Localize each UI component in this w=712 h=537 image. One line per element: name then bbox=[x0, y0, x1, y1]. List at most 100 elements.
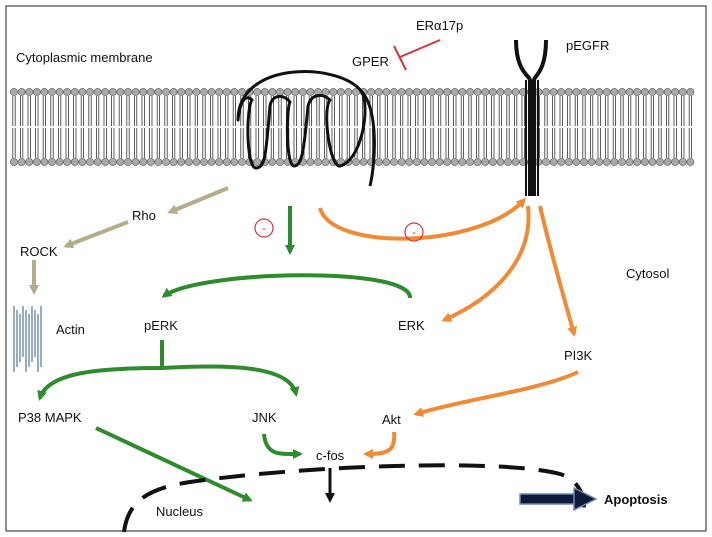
lipid-head bbox=[238, 158, 246, 166]
lipid-head bbox=[435, 88, 444, 96]
lipid-head bbox=[564, 158, 573, 166]
arrow-akt-to-cfos bbox=[363, 431, 397, 459]
lipid-head bbox=[496, 158, 505, 166]
lipid-head bbox=[222, 158, 231, 166]
lipid-head bbox=[70, 158, 79, 166]
lipid-head bbox=[412, 158, 421, 166]
label-nucleus: Nucleus bbox=[156, 504, 203, 519]
lipid-head bbox=[580, 88, 588, 96]
lipid-bilayer bbox=[10, 88, 695, 166]
lipid-head bbox=[671, 158, 680, 166]
lipid-head bbox=[10, 158, 18, 166]
lipid-head bbox=[63, 88, 72, 96]
lipid-head bbox=[162, 88, 170, 96]
lipid-head bbox=[678, 158, 687, 166]
lipid-head bbox=[200, 88, 208, 96]
lipid-head bbox=[276, 88, 284, 96]
lipid-head bbox=[78, 158, 87, 166]
lipid-head bbox=[443, 88, 452, 96]
lipid-head bbox=[443, 158, 452, 166]
er-alpha17p-inhibition bbox=[393, 39, 441, 71]
lipid-head bbox=[686, 88, 695, 96]
lipid-head bbox=[101, 88, 110, 96]
lipid-head bbox=[420, 158, 429, 166]
lipid-head bbox=[116, 88, 125, 96]
lipid-head bbox=[488, 158, 497, 166]
lipid-head bbox=[450, 158, 459, 166]
lipid-head bbox=[268, 158, 277, 166]
lipid-head bbox=[504, 88, 512, 96]
lipid-head bbox=[116, 158, 125, 166]
lipid-head bbox=[481, 88, 490, 96]
lipid-head bbox=[48, 88, 56, 96]
lipid-head bbox=[412, 88, 421, 96]
arrow-gper-to-pegfr bbox=[318, 197, 527, 241]
lipid-head bbox=[215, 158, 224, 166]
lipid-head bbox=[397, 158, 406, 166]
lipid-head bbox=[648, 158, 657, 166]
lipid-head bbox=[184, 88, 193, 96]
lipid-head bbox=[177, 158, 186, 166]
lipid-head bbox=[374, 88, 383, 96]
lipid-head bbox=[131, 88, 140, 96]
lipid-head bbox=[169, 88, 178, 96]
lipid-head bbox=[93, 88, 102, 96]
lipid-head bbox=[633, 88, 642, 96]
lipid-head bbox=[55, 158, 64, 166]
lipid-head bbox=[686, 158, 695, 166]
lipid-head bbox=[146, 158, 155, 166]
lipid-head bbox=[124, 88, 132, 96]
lipid-head bbox=[572, 158, 581, 166]
lipid-head bbox=[618, 88, 626, 96]
lipid-head bbox=[253, 88, 262, 96]
lipid-head bbox=[633, 158, 642, 166]
lipid-head bbox=[458, 88, 467, 96]
lipid-head bbox=[291, 88, 300, 96]
nucleus-envelope bbox=[122, 463, 586, 533]
label-rock: ROCK bbox=[20, 244, 58, 259]
inhibition-sign-gper: - bbox=[254, 218, 274, 238]
lipid-head bbox=[428, 158, 436, 166]
lipid-head bbox=[625, 158, 634, 166]
label-pi3k: PI3K bbox=[564, 348, 593, 363]
lipid-head bbox=[222, 88, 231, 96]
lipid-head bbox=[253, 158, 262, 166]
label-rho: Rho bbox=[132, 208, 156, 223]
lipid-head bbox=[78, 88, 87, 96]
lipid-head bbox=[215, 88, 224, 96]
lipid-head bbox=[420, 88, 429, 96]
arrow-erk-to-perk bbox=[161, 273, 413, 299]
lipid-head bbox=[640, 158, 649, 166]
lipid-head bbox=[32, 88, 41, 96]
label-cytosol: Cytosol bbox=[626, 266, 669, 281]
lipid-head bbox=[154, 88, 163, 96]
lipid-head bbox=[542, 88, 550, 96]
lipid-head bbox=[25, 158, 34, 166]
lipid-head bbox=[238, 88, 246, 96]
lipid-head bbox=[397, 88, 406, 96]
arrow-perk-to-jnk bbox=[161, 364, 300, 397]
label-jnk: JNK bbox=[252, 410, 277, 425]
lipid-head bbox=[390, 158, 398, 166]
lipid-head bbox=[595, 88, 604, 96]
lipid-head bbox=[671, 88, 680, 96]
lipid-head bbox=[496, 88, 505, 96]
lipid-head bbox=[648, 88, 657, 96]
label-apoptosis: Apoptosis bbox=[604, 492, 668, 507]
lipid-head bbox=[458, 158, 467, 166]
label-akt: Akt bbox=[382, 412, 401, 427]
lipid-head bbox=[230, 88, 239, 96]
lipid-head bbox=[17, 88, 26, 96]
lipid-head bbox=[405, 158, 414, 166]
lipid-head bbox=[481, 158, 490, 166]
inhibition-sign-1-text: - bbox=[262, 221, 266, 235]
lipid-head bbox=[162, 158, 170, 166]
figure-frame bbox=[5, 5, 707, 532]
lipid-head bbox=[473, 88, 482, 96]
lipid-head bbox=[86, 88, 94, 96]
lipid-head bbox=[321, 158, 330, 166]
apoptosis-arrow bbox=[519, 486, 598, 512]
lipid-head bbox=[359, 158, 368, 166]
lipid-head bbox=[276, 158, 284, 166]
